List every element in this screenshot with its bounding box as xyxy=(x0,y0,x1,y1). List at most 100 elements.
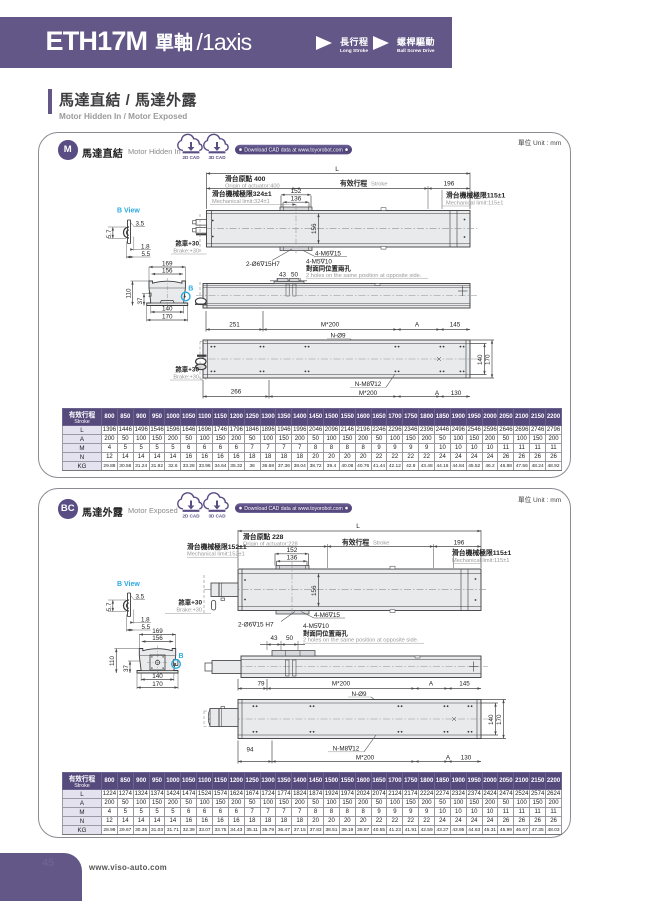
svg-text:對面同位置兩孔: 對面同位置兩孔 xyxy=(303,628,348,637)
svg-text:4-M5∇10: 4-M5∇10 xyxy=(306,258,332,265)
svg-text:滑台機械極限115±1: 滑台機械極限115±1 xyxy=(446,191,505,200)
svg-text:3D CAD: 3D CAD xyxy=(208,155,226,160)
svg-text:2 holes on the same position a: 2 holes on the same position at opposite… xyxy=(306,273,422,279)
svg-text:N-Ø9: N-Ø9 xyxy=(351,691,367,698)
svg-text:3.5: 3.5 xyxy=(136,221,145,228)
svg-text:N-M8∇12: N-M8∇12 xyxy=(333,746,360,753)
svg-text:94: 94 xyxy=(246,747,254,754)
svg-text:Mechanical limit:152±1: Mechanical limit:152±1 xyxy=(187,552,245,558)
svg-text:79: 79 xyxy=(257,681,265,688)
svg-text:3D CAD: 3D CAD xyxy=(208,514,226,519)
svg-text:1.8: 1.8 xyxy=(141,617,150,624)
svg-text:3.5: 3.5 xyxy=(136,594,145,601)
svg-text:1.8: 1.8 xyxy=(141,244,150,251)
svg-text:2D CAD: 2D CAD xyxy=(182,155,200,160)
svg-text:Mechanical limit:324±1: Mechanical limit:324±1 xyxy=(212,199,270,205)
svg-text:170: 170 xyxy=(152,681,163,688)
svg-text:2-Ø6∇15 H7: 2-Ø6∇15 H7 xyxy=(238,621,274,628)
svg-text:A: A xyxy=(446,754,451,761)
svg-text:136: 136 xyxy=(287,555,298,562)
svg-text:有效行程: 有效行程 xyxy=(340,178,367,187)
svg-text:43: 43 xyxy=(279,272,287,279)
svg-text:5.7: 5.7 xyxy=(106,229,113,238)
svg-text:Brake:+30: Brake:+30 xyxy=(176,608,202,614)
svg-text:Mechanical limit:115±1: Mechanical limit:115±1 xyxy=(446,200,503,206)
svg-text:152: 152 xyxy=(291,188,302,195)
svg-text:145: 145 xyxy=(459,681,470,688)
svg-text:A: A xyxy=(429,681,434,688)
svg-text:170: 170 xyxy=(496,714,503,725)
svg-text:2D CAD: 2D CAD xyxy=(182,514,200,519)
svg-text:37: 37 xyxy=(123,664,130,672)
svg-text:156: 156 xyxy=(311,585,318,596)
svg-text:140: 140 xyxy=(162,306,173,313)
svg-text:M*200: M*200 xyxy=(332,681,351,688)
svg-text:37: 37 xyxy=(137,297,144,305)
svg-text:滑台原點 228: 滑台原點 228 xyxy=(243,532,284,541)
svg-text:2-Ø6∇15H7: 2-Ø6∇15H7 xyxy=(246,261,280,268)
svg-text:B View: B View xyxy=(117,208,140,215)
svg-text:滑台機械極限115±1: 滑台機械極限115±1 xyxy=(452,548,511,557)
svg-text:156: 156 xyxy=(311,223,318,234)
svg-text:M*200: M*200 xyxy=(321,322,340,329)
svg-text:L: L xyxy=(356,523,360,530)
svg-text:有效行程: 有效行程 xyxy=(342,537,369,546)
svg-text:Brake:+30: Brake:+30 xyxy=(173,249,199,255)
svg-text:251: 251 xyxy=(229,322,240,329)
svg-text:130: 130 xyxy=(461,754,472,761)
svg-text:Stroke: Stroke xyxy=(373,540,389,546)
svg-text:145: 145 xyxy=(450,322,461,329)
svg-text:B View: B View xyxy=(117,581,140,588)
svg-text:50: 50 xyxy=(286,635,294,642)
svg-text:2 holes on the same position a: 2 holes on the same position at opposite… xyxy=(303,638,419,644)
svg-text:140: 140 xyxy=(152,673,163,680)
svg-text:136: 136 xyxy=(291,196,302,203)
svg-text:對面同位置兩孔: 對面同位置兩孔 xyxy=(306,264,351,273)
svg-text:煞車+30: 煞車+30 xyxy=(175,364,199,373)
svg-text:N-M8∇12: N-M8∇12 xyxy=(355,381,382,388)
svg-text:A: A xyxy=(435,390,440,397)
svg-text:140: 140 xyxy=(477,354,484,365)
svg-text:Mechanical limit:115±1: Mechanical limit:115±1 xyxy=(452,558,509,564)
svg-text:Stroke: Stroke xyxy=(371,181,387,187)
svg-text:5.5: 5.5 xyxy=(142,624,151,631)
svg-text:B: B xyxy=(188,286,193,293)
svg-text:196: 196 xyxy=(444,180,455,187)
svg-text:滑台機械極限324±1: 滑台機械極限324±1 xyxy=(212,189,272,198)
svg-text:196: 196 xyxy=(454,539,465,546)
svg-text:B: B xyxy=(179,653,184,660)
svg-text:43: 43 xyxy=(270,635,278,642)
svg-text:Download CAD data at www.toyor: Download CAD data at www.toyorobot.com xyxy=(244,148,343,154)
svg-text:A: A xyxy=(415,322,420,329)
svg-text:M*200: M*200 xyxy=(356,754,375,761)
svg-text:L: L xyxy=(335,166,339,173)
svg-text:110: 110 xyxy=(109,655,116,666)
svg-text:N-Ø9: N-Ø9 xyxy=(330,333,346,340)
svg-text:169: 169 xyxy=(152,628,163,635)
svg-text:煞車+30: 煞車+30 xyxy=(175,239,199,248)
svg-text:152: 152 xyxy=(287,547,298,554)
svg-text:滑台機械極限152±1: 滑台機械極限152±1 xyxy=(187,542,247,551)
svg-text:140: 140 xyxy=(488,714,495,725)
svg-text:5.7: 5.7 xyxy=(106,602,113,611)
svg-text:170: 170 xyxy=(484,354,491,365)
svg-text:4-M6∇15: 4-M6∇15 xyxy=(314,612,340,619)
svg-text:滑台原點 400: 滑台原點 400 xyxy=(225,174,266,183)
svg-text:Download CAD data at www.toyor: Download CAD data at www.toyorobot.com xyxy=(244,506,343,512)
svg-text:130: 130 xyxy=(451,390,462,397)
svg-text:4-M6∇15: 4-M6∇15 xyxy=(315,250,341,257)
svg-text:M*200: M*200 xyxy=(359,390,378,397)
svg-text:Origin of actuator:228: Origin of actuator:228 xyxy=(243,542,298,548)
svg-text:169: 169 xyxy=(162,261,173,268)
svg-text:110: 110 xyxy=(125,288,132,299)
svg-text:Brake:+30: Brake:+30 xyxy=(173,374,199,380)
svg-text:煞車+30: 煞車+30 xyxy=(178,598,202,607)
svg-text:4-M5∇10: 4-M5∇10 xyxy=(303,623,329,630)
svg-text:Origin of actuator:400: Origin of actuator:400 xyxy=(225,184,280,190)
svg-text:170: 170 xyxy=(162,314,173,321)
svg-text:156: 156 xyxy=(152,635,163,642)
svg-text:50: 50 xyxy=(291,272,299,279)
svg-text:5.5: 5.5 xyxy=(142,251,151,258)
svg-text:266: 266 xyxy=(231,389,242,396)
svg-text:156: 156 xyxy=(162,268,173,275)
